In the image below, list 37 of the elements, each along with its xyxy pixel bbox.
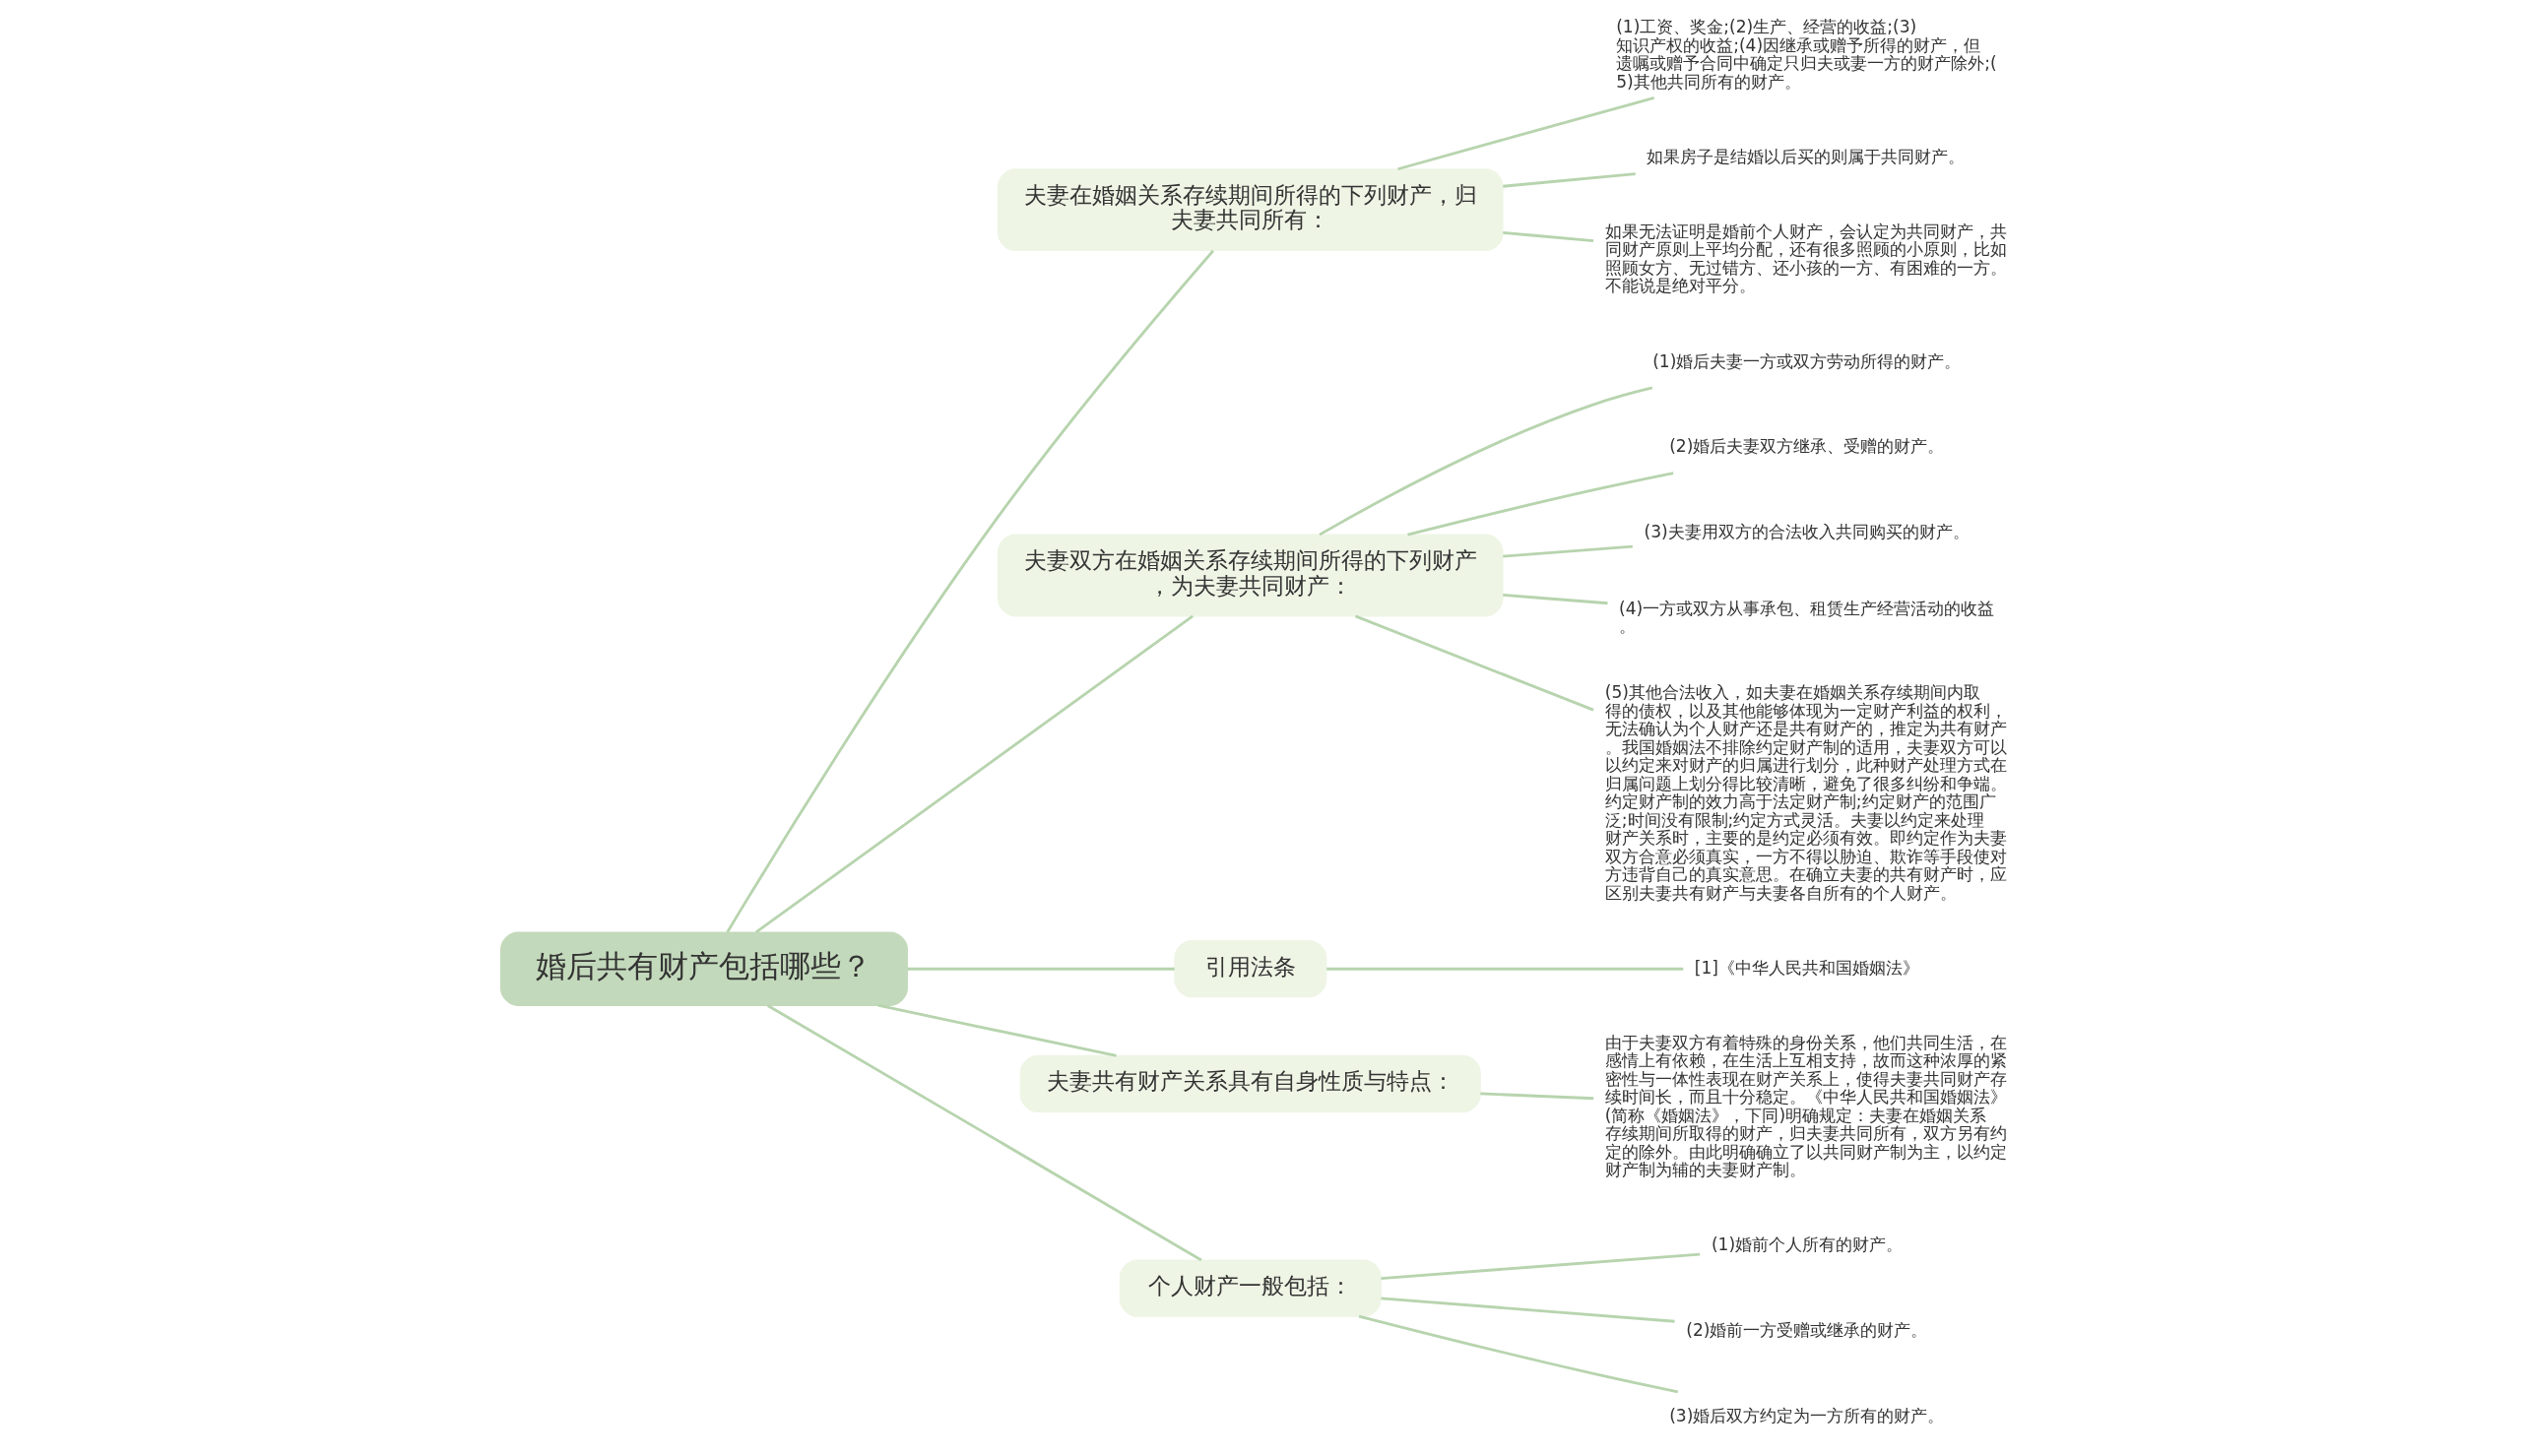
node-text: (1)工资、奖金;(2)生产、经营的收益;(3)知识产权的收益;(4)因继承或赠予所得的财产，但遗嘱或赠予合同中确定只归夫或妻一方的财产除外;(5)其他共同所有的财产。 (1615, 17, 1997, 92)
connector (1502, 172, 1636, 188)
connector (1318, 386, 1652, 537)
node-box: 夫妻双方在婚姻关系存续期间所得的下列财产，为夫妻共同财产： (997, 534, 1504, 617)
connector (1380, 1297, 1675, 1323)
node-text: [1]《中华人民共和国婚姻法》 (1694, 957, 1919, 978)
connector (907, 967, 1175, 971)
node-box: 婚后共有财产包括哪些？ (499, 931, 908, 1006)
connector (1380, 1252, 1700, 1281)
connector (1396, 95, 1654, 171)
node-box: 个人财产一般包括： (1119, 1259, 1382, 1317)
connector (1502, 594, 1608, 605)
node-text: (5)其他合法收入，如夫妻在婚姻关系存续期间内取得的债权，以及其他能够体现为一定财产利益的权利，无法确认为个人财产还是共有财产的，推定为共有财产。我国婚姻法不排除约定财产制的适用，夫妻双方可以以约定来对财产的归属进行划分，此种财产处理方式在归属问题上划分得比较清晰，避免了很多纠纷和争端。约定财产制的效力高于法定财产制;约定财产的范围广泛;时间没有限制;约定方式灵活。夫妻以约定来处理财产关系时，主要的是约定必须有效。即约定作为夫妻双方合意必须真实，一方不得以胁迫、欺诈等手段使对方违背自己的真实意思。在确立夫妻的共有财产时，应区别夫妻共有财产与夫妻各自所有的个人财产。 (1604, 682, 2007, 903)
connector (1406, 472, 1673, 537)
node-text: (3)婚后双方约定为一方所有的财产。 (1668, 1405, 1944, 1425)
connector (1502, 544, 1633, 558)
node-text: (1)婚后夫妻一方或双方劳动所得的财产。 (1651, 350, 1961, 371)
connector (766, 1004, 1202, 1262)
connector (1325, 967, 1683, 971)
connector (754, 614, 1194, 934)
connector (876, 1003, 1117, 1057)
node-box: 夫妻在婚姻关系存续期间所得的下列财产，归夫妻共同所有： (997, 168, 1504, 252)
connector (1354, 614, 1593, 712)
connector (1358, 1314, 1678, 1394)
node-text: 如果房子是结婚以后买的则属于共同财产。 (1646, 146, 1965, 166)
node-text: (3)夫妻用双方的合法收入共同购买的财产。 (1644, 522, 1970, 542)
node-text: (4)一方或双方从事承包、租赁生产经营活动的收益。 (1618, 598, 1994, 637)
node-text: 如果无法证明是婚前个人财产，会认定为共同财产，共同财产原则上平均分配，还有很多照顾的小原则，比如照顾女方、无过错方、还小孩的一方、有困难的一方。不能说是绝对平分。 (1604, 221, 2007, 296)
node-text: (1)婚前个人所有的财产。 (1711, 1234, 1903, 1255)
connector (1479, 1092, 1593, 1101)
node-text: (2)婚后夫妻双方继承、受赠的财产。 (1668, 436, 1944, 457)
connector (725, 249, 1214, 933)
node-box: 夫妻共有财产关系具有自身性质与特点： (1019, 1054, 1481, 1113)
node-text: 由于夫妻双方有着特殊的身份关系，他们共同生活，在感情上有依赖，在生活上互相支持，故而这种浓厚的紧密性与一体性表现在财产关系上，使得夫妻共同财产存续时间长，而且十分稳定。《中华人民共和国婚姻法》(简称《婚姻法》，下同)明确规定：夫妻在婚姻关系存续期间所取得的财产，归夫妻共同所有，双方另有约定的除外。由此明确确立了以共同财产制为主，以约定财产制为辅的夫妻财产制。 (1604, 1032, 2007, 1180)
node-text: (2)婚前一方受赠或继承的财产。 (1685, 1320, 1927, 1341)
node-box: 引用法条 (1173, 940, 1326, 998)
connector (1502, 230, 1593, 243)
